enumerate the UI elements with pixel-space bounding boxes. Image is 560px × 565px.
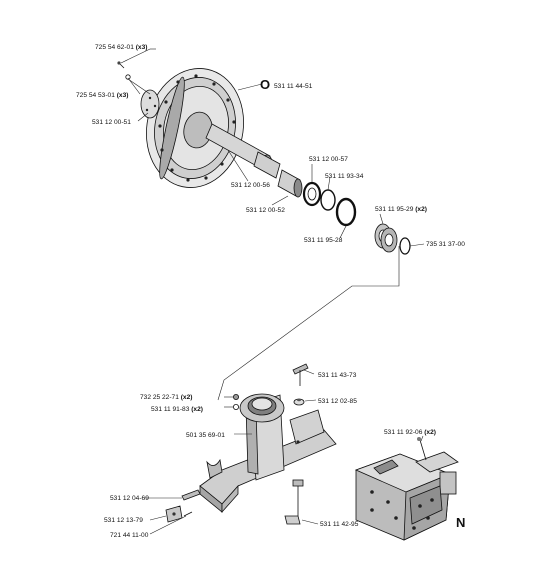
ring-34-drawing — [320, 189, 336, 211]
label-washer-83: 531 11 91-83 (x2) — [151, 406, 203, 413]
label-frame-01: 501 35 69-01 — [186, 432, 225, 439]
section-label-bottom: N — [456, 515, 465, 530]
label-ring-34: 531 11 93-34 — [325, 173, 364, 180]
label-seal-28: 531 11 95-28 — [304, 237, 343, 244]
label-cover-plate: 531 12 00-51 — [92, 119, 131, 126]
label-shaft: 531 12 00-56 — [231, 182, 270, 189]
label-bracket-79: 531 12 13-79 — [104, 517, 143, 524]
leader-lines-top — [120, 48, 425, 247]
label-circlip-00: 735 31 37-00 — [426, 241, 465, 248]
bearing-drawing — [374, 223, 398, 253]
frame-assembly: 531 11 43-73 732 25 22-71 (x2) 531 11 91… — [104, 363, 465, 541]
label-screw-00: 721 44 11-00 — [110, 532, 149, 539]
section-label-top: O — [260, 77, 270, 92]
pin-69-drawing — [181, 489, 201, 501]
leader-lines-bottom — [144, 369, 424, 535]
handle-drawing — [284, 479, 304, 525]
wheel-assembly: 725 54 62-01 (x3) 725 54 53-01 (x3) 531 … — [76, 44, 465, 255]
wheel-drawing — [146, 68, 244, 188]
label-pin-69: 531 12 04-69 — [110, 495, 149, 502]
bolt-06-drawing — [417, 437, 427, 461]
label-nut-71: 732 25 22-71 (x2) — [140, 394, 192, 401]
bolt-73-drawing — [292, 363, 309, 386]
seal-drawing — [335, 197, 357, 227]
frame-drawing — [199, 393, 337, 514]
spacer-drawing — [277, 169, 303, 198]
label-bolt-73: 531 11 43-73 — [318, 372, 357, 379]
screw-00-drawing — [183, 511, 193, 517]
label-washer-top: 725 54 53-01 (x3) — [76, 92, 128, 99]
ring-57-drawing — [302, 181, 322, 207]
hydraulic-motor-drawing — [354, 451, 459, 541]
label-bushing-85: 531 12 02-85 — [318, 398, 357, 405]
bushing-drawing — [293, 398, 305, 406]
cover-plate-drawing — [140, 89, 160, 119]
bracket-79-drawing — [165, 505, 183, 523]
label-bearing-29: 531 11 95-29 (x2) — [375, 206, 427, 213]
nut-71-drawing — [232, 393, 239, 400]
circlip-drawing — [399, 237, 411, 255]
shaft-drawing — [205, 123, 281, 179]
label-wheel: 531 11 44-51 — [274, 83, 313, 90]
assembly-connector-line — [217, 246, 400, 401]
washer-83-drawing — [232, 403, 239, 410]
screw-top-drawing — [117, 61, 125, 69]
label-spacer-52: 531 12 00-52 — [246, 207, 285, 214]
label-screw-top: 725 54 62-01 (x3) — [95, 44, 147, 51]
label-ring-57: 531 12 00-57 — [309, 156, 348, 163]
washer-top-drawing — [125, 74, 131, 80]
label-handle-95: 531 11 42-95 — [320, 521, 359, 528]
label-bolt-06: 531 11 92-06 (x2) — [384, 429, 436, 436]
